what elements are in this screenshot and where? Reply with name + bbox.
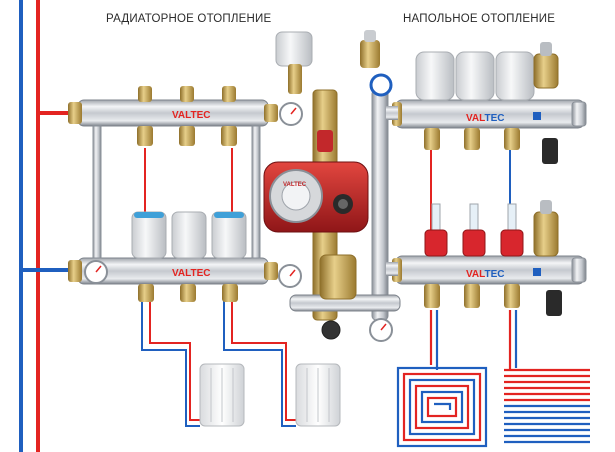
thermal-actuator-icon bbox=[211, 211, 247, 259]
flowmeter-icon bbox=[462, 203, 486, 257]
thermal-actuator-icon bbox=[495, 51, 535, 101]
pressure-gauge-icon bbox=[84, 260, 108, 284]
floor-heating-title: НАПОЛЬНОЕ ОТОПЛЕНИЕ bbox=[403, 13, 556, 25]
supply-valves bbox=[137, 86, 237, 146]
air-vent-icon bbox=[533, 200, 559, 257]
pump-brand-label: VALTEC bbox=[283, 182, 307, 188]
floor-supply-outlets bbox=[424, 128, 558, 164]
thermal-actuator-icon bbox=[131, 211, 167, 259]
radiator-pipes bbox=[141, 148, 296, 427]
brand-label: VALTEC bbox=[172, 110, 211, 121]
brand-label: VALTEC bbox=[172, 268, 211, 279]
radiator-icon bbox=[295, 363, 341, 427]
underfloor-loop-icon bbox=[396, 310, 488, 448]
thermal-actuator-icon bbox=[455, 51, 495, 101]
flowmeter-icon bbox=[500, 203, 524, 257]
brand-label: VALTEC bbox=[466, 113, 505, 124]
radiator-return-manifold: VALTEC bbox=[68, 257, 278, 285]
air-vent-icon bbox=[533, 42, 559, 89]
underfloor-loop-icon bbox=[504, 310, 590, 444]
return-outlets bbox=[138, 284, 238, 302]
floor-supply-manifold: VALTEC bbox=[392, 99, 587, 129]
pressure-gauge-icon bbox=[279, 102, 303, 126]
circulation-pump-icon: VALTEC bbox=[263, 161, 369, 233]
radiator-icon bbox=[199, 363, 245, 427]
floor-return-manifold: VALTEC bbox=[392, 255, 587, 285]
thermal-actuator-icon bbox=[171, 211, 207, 259]
main-risers bbox=[19, 0, 78, 452]
floor-return-outlets bbox=[424, 284, 562, 316]
radiator-heating-title: РАДИАТОРНОЕ ОТОПЛЕНИЕ bbox=[106, 13, 272, 25]
flowmeter-icon bbox=[424, 203, 448, 257]
pressure-gauge-icon bbox=[278, 264, 302, 288]
brand-label: VALTEC bbox=[466, 269, 505, 280]
thermal-actuator-icon bbox=[415, 51, 455, 101]
radiator-supply-manifold: VALTEC bbox=[68, 99, 278, 127]
